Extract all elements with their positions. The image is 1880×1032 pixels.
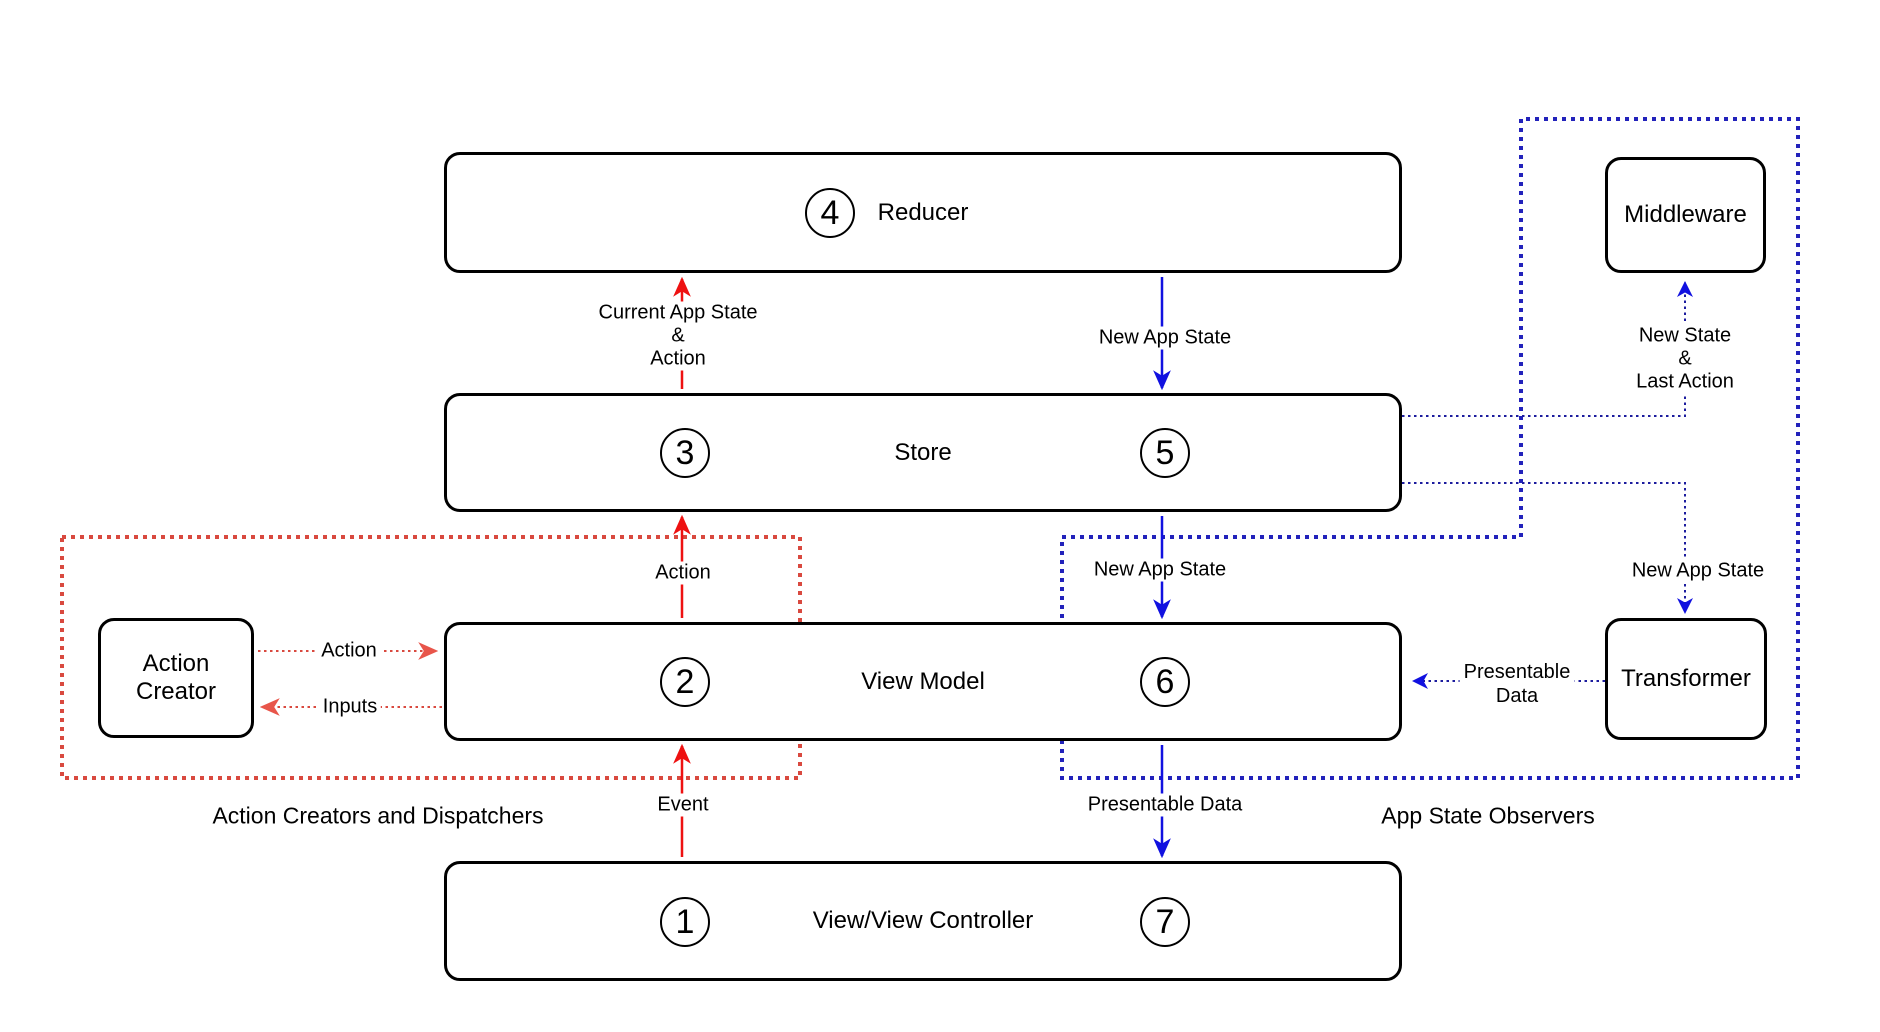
edge-label-current-app-state-line2: &: [671, 324, 685, 347]
middleware-box: Middleware: [1605, 157, 1766, 273]
view-model-step-badge-right: 6: [1140, 657, 1190, 707]
edge-label-current-app-state-line1: Current App State: [598, 301, 758, 324]
view-controller-step-number-left: 1: [675, 902, 695, 941]
view-controller-step-number-right: 7: [1155, 902, 1175, 941]
edge-label-new-state: New State & Last Action: [1632, 324, 1738, 394]
reducer-step-number: 4: [820, 193, 840, 232]
edge-label-action-to-store: Action: [651, 561, 715, 585]
edge-label-event: Event: [653, 793, 713, 817]
edge-label-new-app-state-top: New App State: [1094, 326, 1236, 350]
reducer-box: 4 Reducer: [444, 152, 1402, 273]
connector-store-to-transformer: [1402, 482, 1693, 614]
edge-label-current-app-state: Current App State & Action: [594, 301, 762, 371]
edge-label-new-state-line1: New State: [1638, 324, 1732, 347]
action-creator-box: Action Creator: [98, 618, 254, 738]
view-controller-title: View/View Controller: [812, 907, 1034, 934]
edge-label-presentable-line2: Data: [1495, 685, 1539, 707]
reducer-step-badge: 4: [805, 188, 855, 238]
edge-label-new-state-line2: &: [1678, 347, 1692, 370]
edge-label-new-state-line3: Last Action: [1636, 370, 1734, 393]
view-model-title: View Model: [861, 667, 985, 695]
action-creator-title-line2: Creator: [135, 678, 217, 705]
store-step-badge-right: 5: [1140, 428, 1190, 478]
view-controller-step-badge-right: 7: [1140, 897, 1190, 947]
observer-region-outline: [1060, 117, 1800, 780]
view-model-step-badge-left: 2: [660, 657, 710, 707]
action-creator-title: Action Creator: [136, 650, 216, 706]
view-model-step-number-left: 2: [675, 662, 695, 701]
reducer-title: Reducer: [877, 198, 969, 226]
store-step-badge-left: 3: [660, 428, 710, 478]
edge-label-presentable-data-right: Presentable Data: [1459, 660, 1575, 708]
edge-label-current-app-state-line3: Action: [650, 347, 706, 370]
store-step-number-left: 3: [675, 433, 695, 472]
edge-label-new-app-state-right: New App State: [1627, 559, 1769, 583]
middleware-title: Middleware: [1624, 201, 1747, 228]
edge-label-presentable-data-bottom: Presentable Data: [1083, 793, 1247, 817]
edge-label-inputs: Inputs: [318, 695, 382, 719]
store-step-number-right: 5: [1155, 433, 1175, 472]
region-label-observers: App State Observers: [1381, 802, 1595, 829]
view-controller-box: 1 View/View Controller 7: [444, 861, 1402, 981]
store-box: 3 Store 5: [444, 393, 1402, 512]
region-label-dispatchers: Action Creators and Dispatchers: [212, 802, 544, 829]
view-model-step-number-right: 6: [1155, 662, 1175, 701]
view-model-box: 2 View Model 6: [444, 622, 1402, 741]
view-controller-step-badge-left: 1: [660, 897, 710, 947]
edge-label-presentable-line1: Presentable: [1463, 661, 1571, 683]
store-title: Store: [894, 438, 952, 466]
action-creator-title-line1: Action: [142, 650, 210, 677]
transformer-box: Transformer: [1605, 618, 1767, 740]
edge-label-action-from-creator: Action: [317, 639, 381, 663]
transformer-title: Transformer: [1621, 665, 1751, 692]
edge-label-new-app-state-mid: New App State: [1089, 558, 1231, 582]
